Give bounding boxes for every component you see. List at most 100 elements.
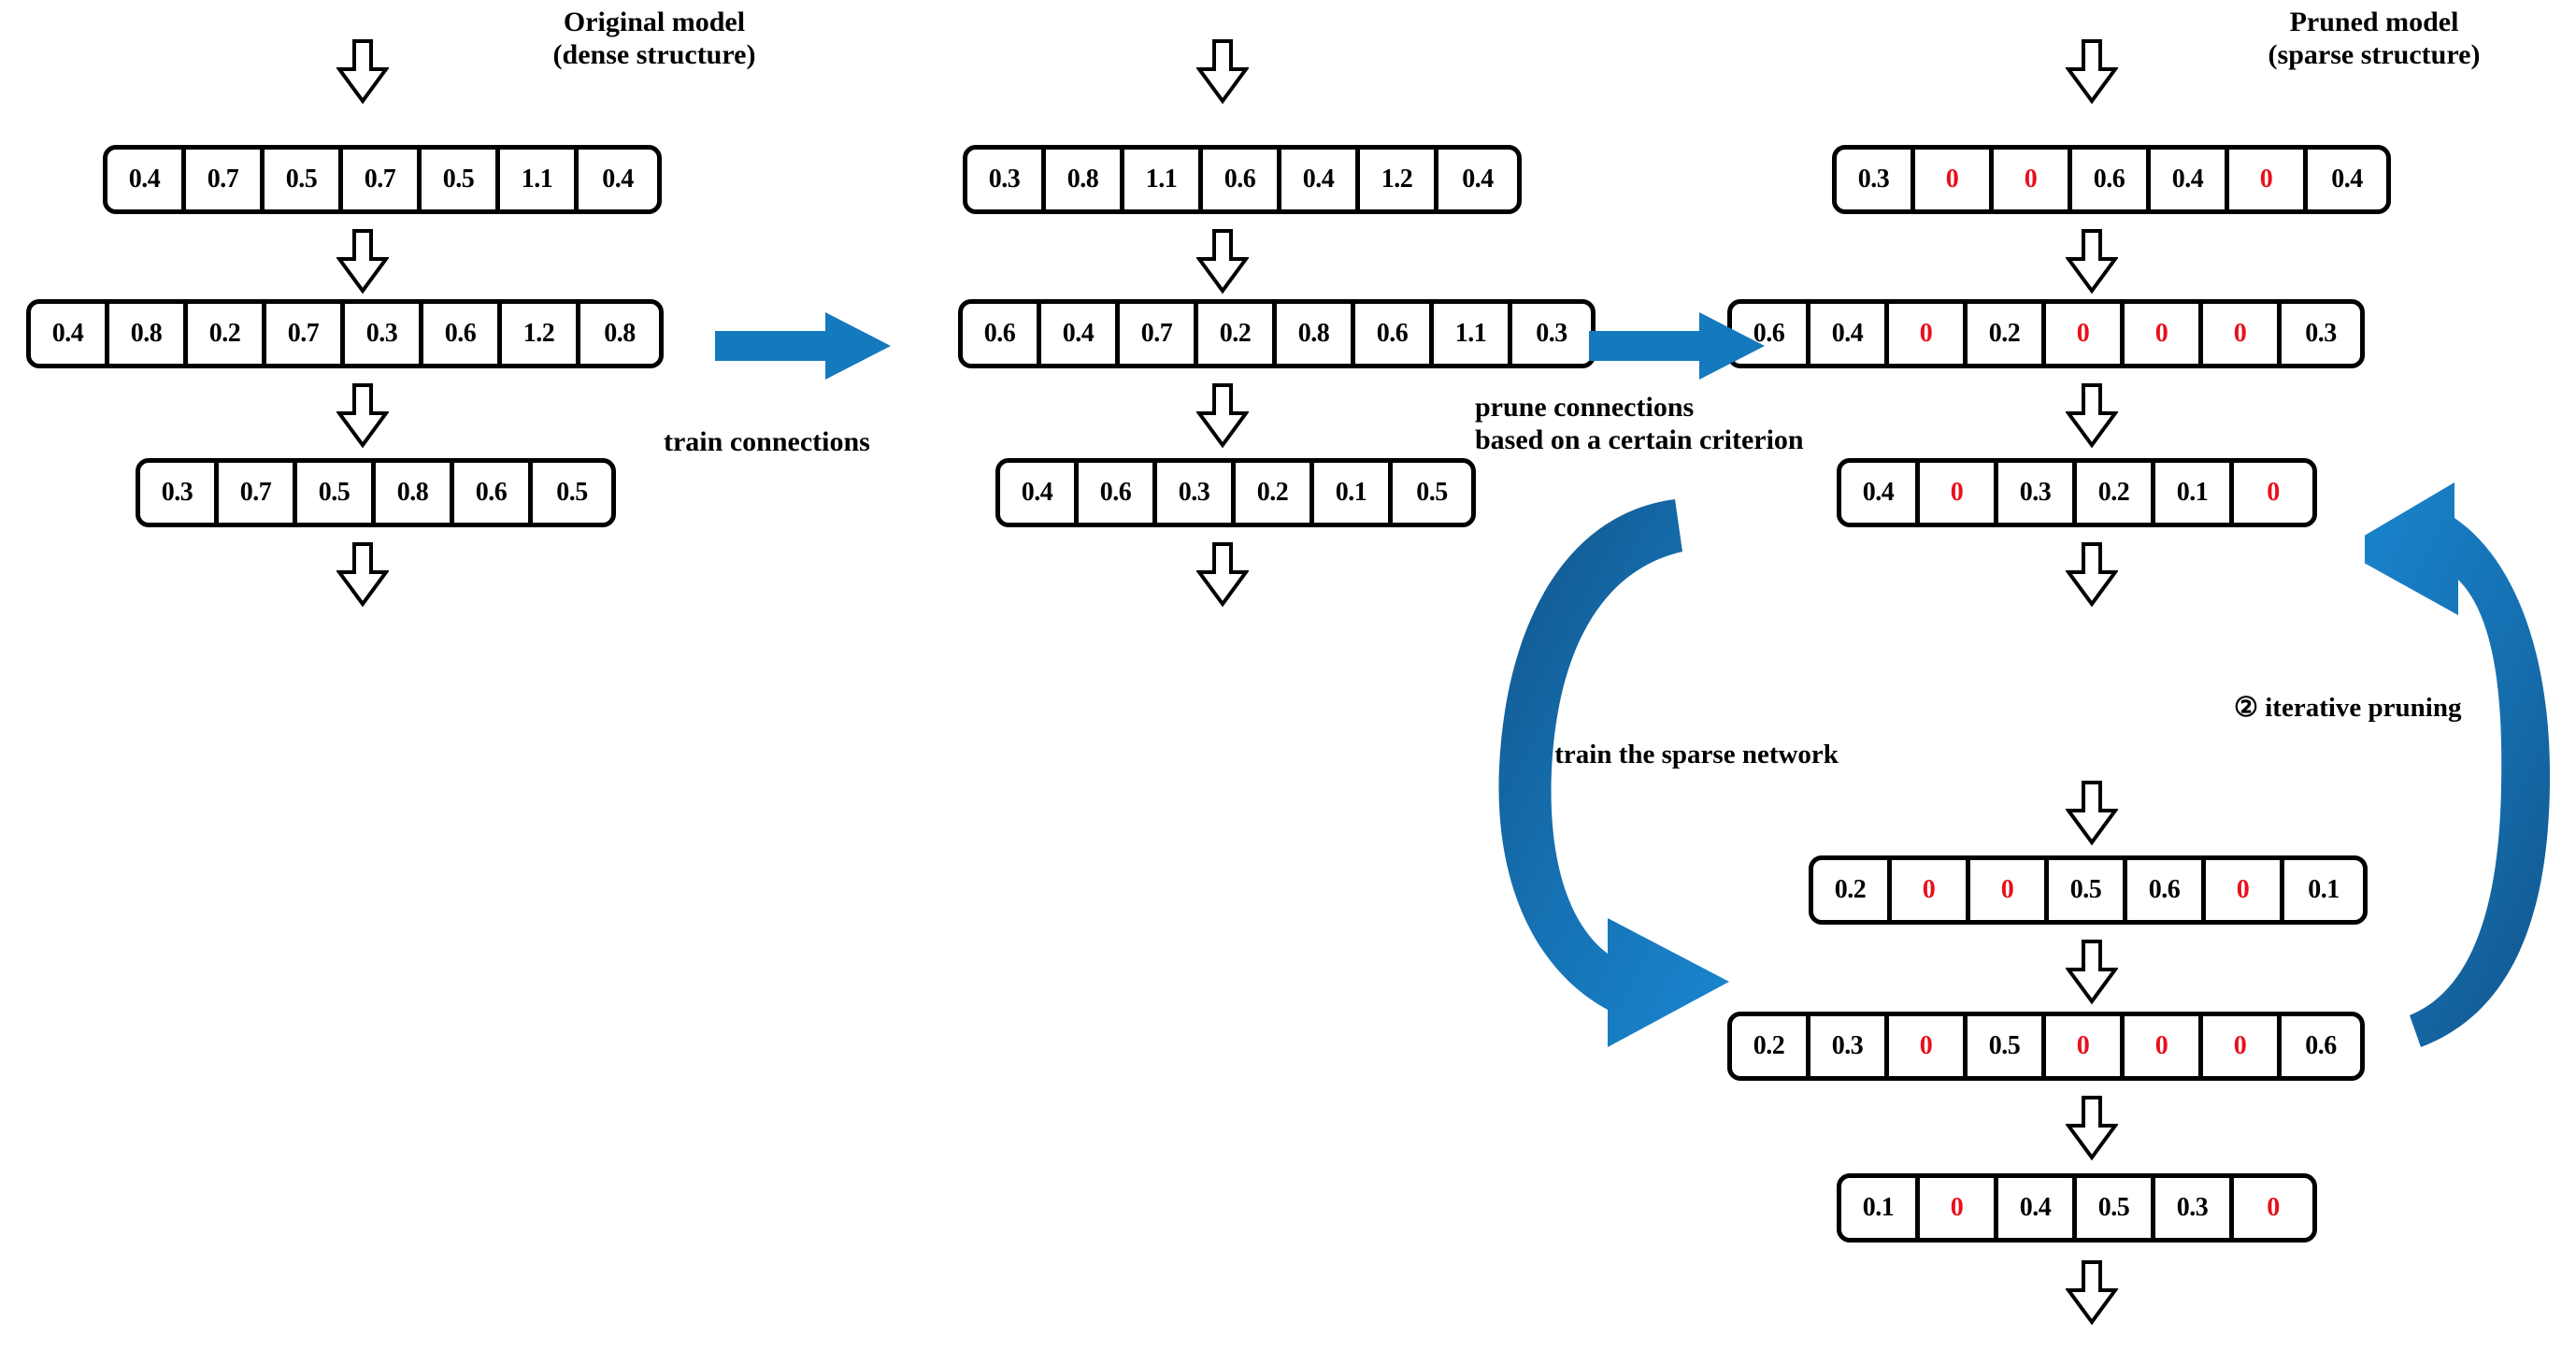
weight-cell: 0.5 — [297, 463, 376, 523]
down-block-arrow-icon — [2066, 781, 2118, 846]
weight-cell: 0 — [1994, 150, 2072, 209]
weight-cell: 0.3 — [140, 463, 219, 523]
pruned-model-title: Pruned model (sparse structure) — [2268, 7, 2481, 71]
weight-cell: 0.6 — [2305, 1031, 2337, 1060]
weight-cell: 0.6 — [1079, 463, 1157, 523]
weight-cell: 0.4 — [1041, 304, 1120, 364]
right-block-arrow-icon-prune — [1589, 309, 1767, 383]
down-block-arrow-icon — [2066, 229, 2118, 295]
weight-cell: 0.2 — [1236, 463, 1314, 523]
weight-cell: 0.5 — [2077, 1178, 2155, 1238]
weight-cell: 0.6 — [454, 463, 533, 523]
weight-cell: 0.2 — [1732, 1016, 1810, 1076]
weight-cell: 0 — [2125, 304, 2203, 364]
weight-cell: 0.6 — [1203, 150, 1281, 209]
curved-block-arrow-icon-train-sparse — [1458, 486, 1795, 1066]
down-block-arrow-icon — [2066, 940, 2118, 1005]
weight-cell: 0.3 — [2305, 319, 2337, 348]
weight-cell: 0.4 — [107, 150, 186, 209]
weight-cell: 0.7 — [343, 150, 422, 209]
weight-cell: 0.1 — [2308, 875, 2340, 904]
down-block-arrow-icon — [336, 39, 389, 105]
down-block-arrow-icon — [2066, 542, 2118, 608]
weight-cell: 0.4 — [1462, 165, 1494, 194]
weight-cell: 0.5 — [556, 478, 588, 507]
right-block-arrow-icon-train — [715, 309, 893, 383]
weight-cell: 0.2 — [1198, 304, 1277, 364]
weight-cell: 1.1 — [1434, 304, 1512, 364]
original-model-title: Original model (dense structure) — [552, 7, 756, 71]
weight-cell: 0.2 — [188, 304, 266, 364]
weight-cell: 0 — [2229, 150, 2308, 209]
weight-cell: 0 — [2125, 1016, 2203, 1076]
iterative-pruning-label: ② iterative pruning — [2234, 693, 2462, 723]
weight-cell: 0.3 — [967, 150, 1046, 209]
weight-cell: 0.6 — [423, 304, 502, 364]
weight-cell: 0.3 — [1810, 1016, 1889, 1076]
down-block-arrow-icon — [2066, 383, 2118, 449]
weight-cell: 0.2 — [1813, 860, 1892, 920]
down-block-arrow-icon — [336, 542, 389, 608]
weight-cell: 0.3 — [1157, 463, 1236, 523]
weight-cell: 0.4 — [1998, 1178, 2077, 1238]
weight-cell: 0.1 — [2155, 463, 2234, 523]
weight-cell: 0.5 — [1968, 1016, 2046, 1076]
weight-cell: 0 — [1915, 150, 1994, 209]
weight-cell: 0.8 — [1046, 150, 1124, 209]
weight-cell: 0 — [1889, 304, 1968, 364]
weight-cell: 0 — [2203, 1016, 2282, 1076]
down-block-arrow-icon — [2066, 1260, 2118, 1326]
weight-cell: 0.6 — [963, 304, 1041, 364]
weight-cell: 0 — [2203, 304, 2282, 364]
weight-cell: 0.8 — [109, 304, 188, 364]
weight-cell: 0 — [1970, 860, 2049, 920]
weight-cell: 0.6 — [1355, 304, 1434, 364]
weight-cell: 0.4 — [1000, 463, 1079, 523]
prune-connections-label: prune connections based on a certain cri… — [1475, 392, 1804, 456]
weight-cell: 0.8 — [1277, 304, 1355, 364]
weight-cell: 0.1 — [1841, 1178, 1920, 1238]
weight-cell: 0.6 — [2072, 150, 2151, 209]
weight-cell: 0.7 — [266, 304, 345, 364]
weight-cell: 0 — [1920, 1178, 1998, 1238]
down-block-arrow-icon — [336, 229, 389, 295]
weight-cell: 0.2 — [1968, 304, 2046, 364]
train-sparse-network-label: ① train the sparse network — [1524, 740, 1839, 769]
weight-cell: 0.3 — [1998, 463, 2077, 523]
weight-cell: 0 — [2046, 304, 2125, 364]
down-block-arrow-icon — [336, 383, 389, 449]
down-block-arrow-icon — [1196, 542, 1249, 608]
weight-cell: 0.1 — [1314, 463, 1393, 523]
weight-cell: 0.8 — [604, 319, 636, 348]
weight-cell: 0.3 — [345, 304, 423, 364]
weight-cell: 0 — [2046, 1016, 2125, 1076]
weight-cell: 0.4 — [2331, 165, 2363, 194]
weight-cell: 0.4 — [1841, 463, 1920, 523]
down-block-arrow-icon — [1196, 383, 1249, 449]
weight-cell: 0.3 — [2155, 1178, 2234, 1238]
weight-cell: 0.7 — [186, 150, 265, 209]
weight-cell: 0.3 — [1536, 319, 1567, 348]
down-block-arrow-icon — [1196, 229, 1249, 295]
down-block-arrow-icon — [2066, 39, 2118, 105]
weight-cell: 0.5 — [1416, 478, 1448, 507]
weight-cell: 0.6 — [2127, 860, 2206, 920]
weight-cell: 0.5 — [2049, 860, 2127, 920]
train-connections-label: train connections — [664, 426, 870, 457]
weight-cell: 0.5 — [422, 150, 500, 209]
weight-cell: 1.2 — [502, 304, 580, 364]
weight-cell: 1.2 — [1360, 150, 1438, 209]
weight-cell: 0 — [2267, 478, 2280, 507]
weight-cell: 0.7 — [219, 463, 297, 523]
weight-cell: 0.2 — [2077, 463, 2155, 523]
